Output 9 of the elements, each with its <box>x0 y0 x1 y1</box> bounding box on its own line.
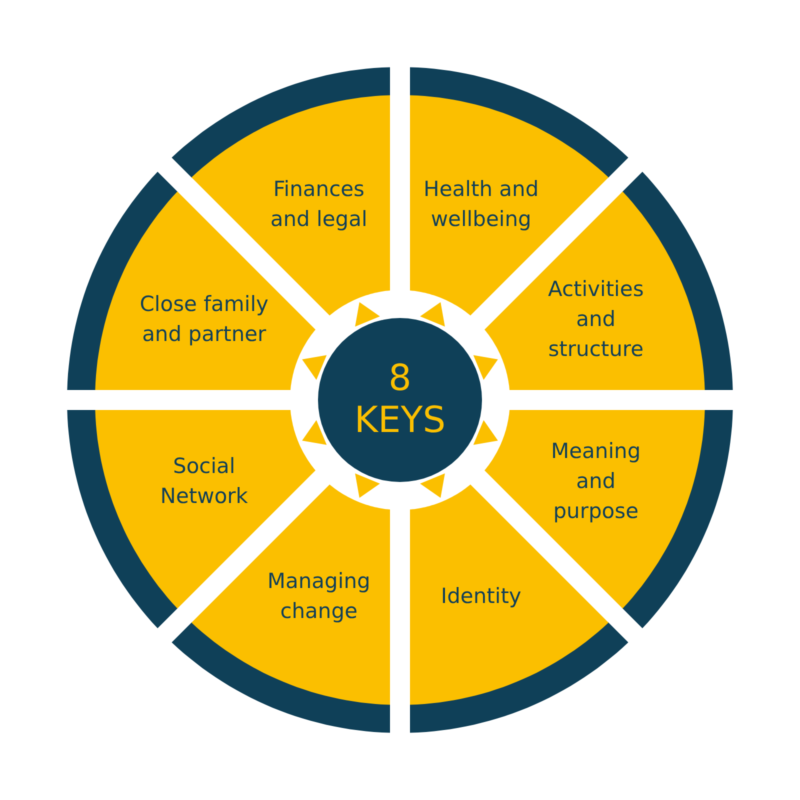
segment-label: Activities and structure <box>546 276 645 363</box>
center-label: 8 KEYS <box>353 358 447 442</box>
segment-label: Close family and partner <box>139 290 270 348</box>
segment-label: Identity <box>440 582 522 610</box>
segment-label: Managing change <box>266 568 372 625</box>
segment-label: Meaning and purpose <box>550 438 642 526</box>
segment-label: Health and wellbeing <box>422 176 540 234</box>
segment-label: Finances and legal <box>269 176 368 234</box>
segment-label: Social Network <box>159 453 249 510</box>
